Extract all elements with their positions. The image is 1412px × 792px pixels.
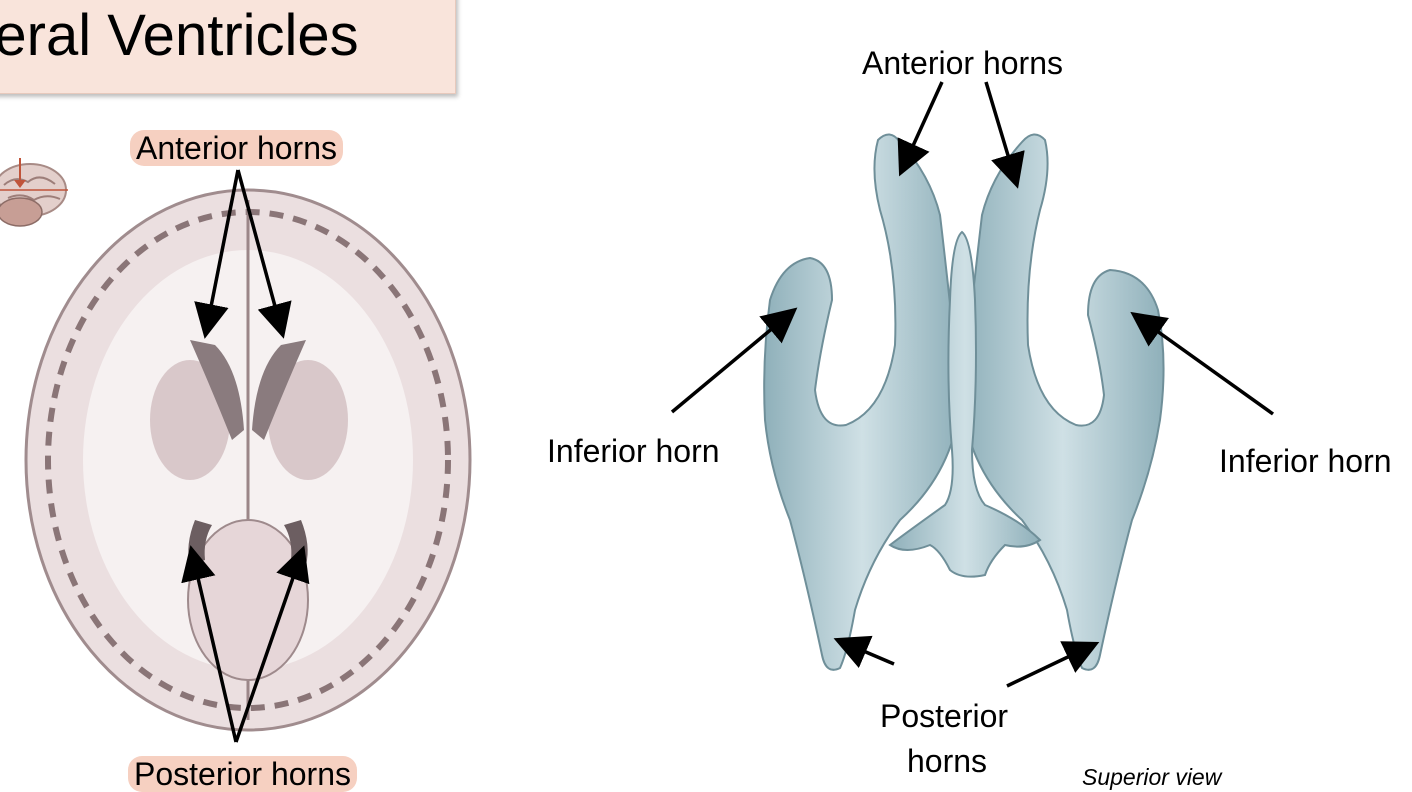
- right-anterior-horns-label: Anterior horns: [862, 45, 1063, 81]
- right-posterior-label-line2: horns: [907, 743, 988, 779]
- left-posterior-arrows: [181, 545, 310, 743]
- right-inferior-horn-left-label: Inferior horn: [547, 433, 720, 469]
- left-anterior-arrows: [194, 169, 292, 339]
- left-posterior-horns-label: Posterior horns: [128, 756, 357, 792]
- title-banner: ateral Ventricles: [0, 0, 456, 94]
- slide-title: ateral Ventricles: [0, 3, 359, 68]
- right-posterior-arrows: [833, 635, 1100, 688]
- lateral-ventricles-3d: [763, 133, 1165, 671]
- axial-brain-section: [24, 188, 472, 732]
- right-anterior-arrows: [897, 81, 1025, 189]
- right-inferior-arrows: [670, 307, 1275, 416]
- right-posterior-label-line1: Posterior: [880, 698, 1009, 734]
- left-anterior-horns-label: Anterior horns: [130, 130, 343, 166]
- brain-orientation-icon: [0, 158, 68, 227]
- right-inferior-horn-right-label: Inferior horn: [1219, 443, 1392, 479]
- view-caption: Superior view: [1082, 764, 1222, 790]
